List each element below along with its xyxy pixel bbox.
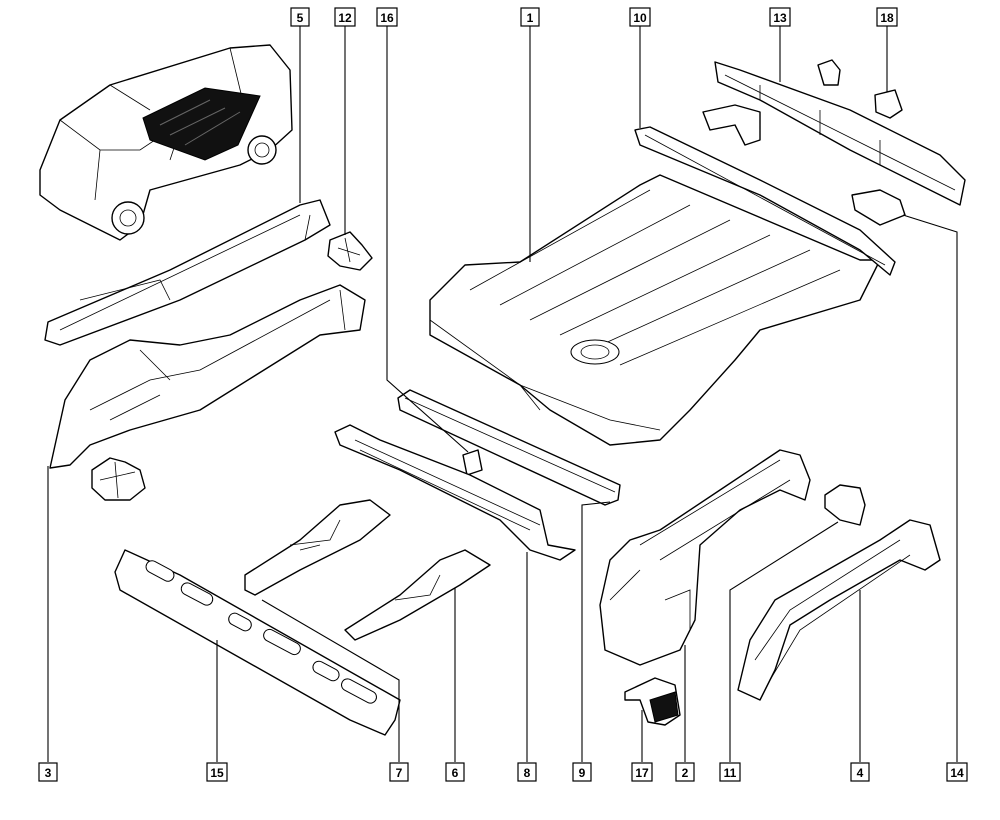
part-7-member bbox=[244, 499, 391, 596]
callout-12: 12 bbox=[334, 7, 356, 27]
part-16-bracket bbox=[462, 449, 483, 476]
part-5-side-member bbox=[44, 199, 331, 346]
callout-label: 12 bbox=[338, 11, 352, 25]
callout-label: 7 bbox=[396, 766, 403, 780]
part-15-crossmember bbox=[114, 549, 401, 736]
callout-17: 17 bbox=[631, 762, 653, 782]
part-10-crossmember bbox=[634, 126, 896, 276]
callout-1: 1 bbox=[520, 7, 540, 27]
callout-label: 13 bbox=[773, 11, 787, 25]
leader-11 bbox=[729, 521, 839, 762]
callout-5: 5 bbox=[290, 7, 310, 27]
part-1-floor-panel bbox=[429, 174, 881, 446]
callout-label: 5 bbox=[297, 11, 304, 25]
callout-label: 9 bbox=[579, 766, 586, 780]
part-13-rear-crossmember bbox=[714, 61, 966, 206]
leader-16 bbox=[386, 26, 469, 453]
callout-label: 11 bbox=[724, 766, 737, 780]
part-3-rear-side-member bbox=[49, 284, 366, 469]
callout-4: 4 bbox=[850, 762, 870, 782]
callout-2: 2 bbox=[675, 762, 695, 782]
callout-label: 1 bbox=[527, 11, 534, 25]
part-4-rear-side-member bbox=[737, 519, 941, 701]
callout-label: 18 bbox=[880, 11, 894, 25]
leader-9 bbox=[581, 501, 611, 762]
part-14-bracket bbox=[851, 189, 906, 226]
vehicle-illustration bbox=[39, 44, 293, 241]
callout-14: 14 bbox=[946, 762, 968, 782]
part-3-bracket bbox=[91, 457, 146, 501]
callout-10: 10 bbox=[629, 7, 651, 27]
part-13-small-bracket bbox=[817, 59, 841, 86]
callout-label: 6 bbox=[452, 766, 459, 780]
part-17-bracket bbox=[624, 677, 681, 726]
callout-label: 8 bbox=[524, 766, 531, 780]
callout-label: 16 bbox=[380, 11, 394, 25]
callout-label: 2 bbox=[682, 766, 689, 780]
callout-11: 11 bbox=[719, 762, 741, 782]
callouts: 5 12 16 1 10 13 18 3 15 7 6 8 9 17 2 11 … bbox=[38, 7, 968, 782]
callout-label: 14 bbox=[950, 766, 964, 780]
callout-label: 3 bbox=[45, 766, 52, 780]
part-18-bracket bbox=[874, 89, 903, 119]
part-12-bracket bbox=[327, 231, 373, 271]
callout-6: 6 bbox=[445, 762, 465, 782]
callout-9: 9 bbox=[572, 762, 592, 782]
leader-lines bbox=[47, 26, 958, 762]
part-13-channel-bracket bbox=[702, 104, 761, 146]
leader-7 bbox=[261, 599, 400, 762]
callout-3: 3 bbox=[38, 762, 58, 782]
part-9-crossmember bbox=[397, 389, 621, 506]
callout-label: 17 bbox=[635, 766, 649, 780]
callout-15: 15 bbox=[206, 762, 228, 782]
part-6-member bbox=[344, 549, 491, 641]
callout-7: 7 bbox=[389, 762, 409, 782]
part-8-crossmember bbox=[334, 424, 576, 561]
part-11-bracket bbox=[824, 484, 866, 526]
callout-label: 15 bbox=[210, 766, 224, 780]
callout-label: 10 bbox=[633, 11, 647, 25]
leader-14 bbox=[902, 214, 958, 762]
callout-16: 16 bbox=[376, 7, 398, 27]
callout-18: 18 bbox=[876, 7, 898, 27]
callout-label: 4 bbox=[857, 766, 864, 780]
callout-8: 8 bbox=[517, 762, 537, 782]
part-2-rear-side-member bbox=[599, 449, 811, 666]
callout-13: 13 bbox=[769, 7, 791, 27]
